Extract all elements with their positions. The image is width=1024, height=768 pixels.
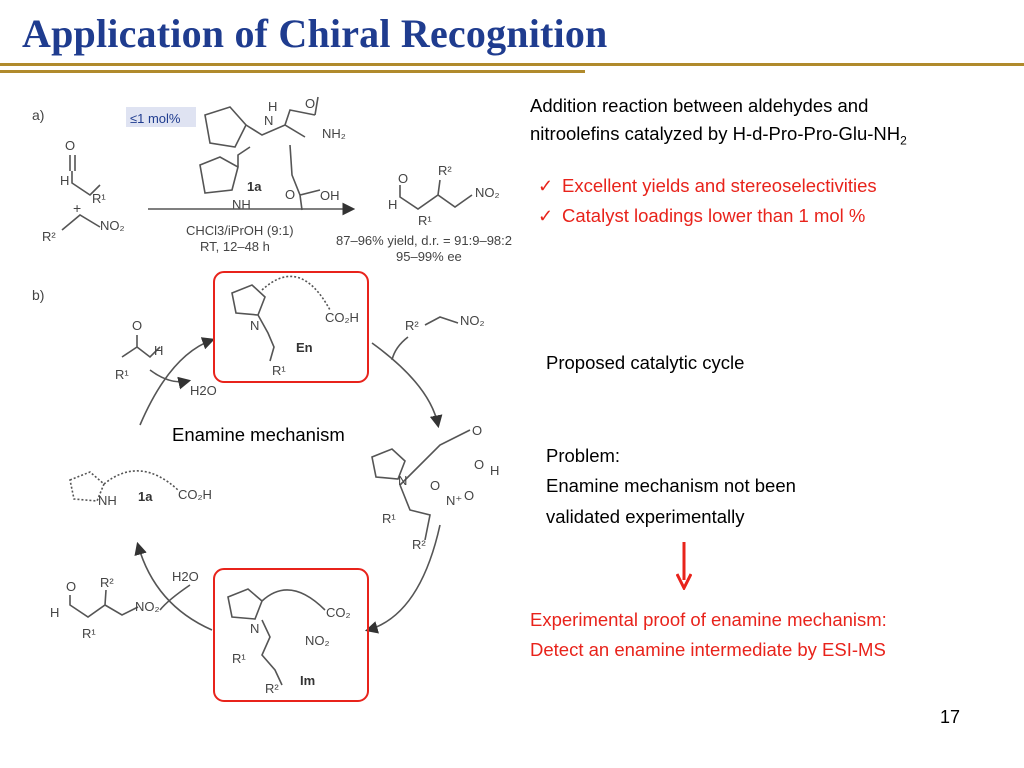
intro-line2-text: nitroolefins catalyzed by H-d-Pro-Pro-Gl… bbox=[530, 123, 901, 144]
slide-title: Application of Chiral Recognition bbox=[22, 11, 608, 56]
svg-text:CO₂H: CO₂H bbox=[178, 487, 212, 502]
svg-text:R¹: R¹ bbox=[115, 367, 129, 382]
svg-text:N: N bbox=[398, 473, 407, 488]
problem-line1: Enamine mechanism not been bbox=[546, 475, 796, 496]
svg-text:O: O bbox=[474, 457, 484, 472]
svg-text:H: H bbox=[50, 605, 59, 620]
cycle-arrow-right bbox=[371, 342, 443, 429]
svg-text:O: O bbox=[472, 423, 482, 438]
nitroolefin-structure bbox=[61, 214, 101, 231]
cycle-caption: Proposed catalytic cycle bbox=[546, 352, 745, 373]
svg-text:R¹: R¹ bbox=[82, 626, 96, 641]
down-arrow-icon bbox=[676, 542, 692, 590]
svg-text:H: H bbox=[268, 99, 277, 114]
water-lower: H2O bbox=[172, 569, 199, 584]
svg-text:R¹: R¹ bbox=[272, 363, 286, 378]
svg-text:NH: NH bbox=[98, 493, 117, 508]
loading-text: ≤1 mol% bbox=[130, 111, 181, 126]
catalyst-id: 1a bbox=[247, 179, 262, 194]
svg-text:CO₂: CO₂ bbox=[326, 605, 351, 620]
loading-box bbox=[126, 107, 196, 127]
enamine-highlight-box bbox=[213, 271, 369, 383]
svg-text:R¹: R¹ bbox=[382, 511, 396, 526]
svg-text:N: N bbox=[250, 621, 259, 636]
svg-text:NO₂: NO₂ bbox=[460, 313, 485, 328]
svg-text:O: O bbox=[430, 478, 440, 493]
reaction-figure: a) ≤1 mol% H O R¹ + R² NO₂ N H O NH₂ O O… bbox=[32, 96, 512, 702]
svg-text:+: + bbox=[73, 200, 81, 216]
cycle-arrow-lower-right bbox=[364, 524, 441, 634]
svg-text:NO₂: NO₂ bbox=[100, 218, 125, 233]
svg-text:N⁺: N⁺ bbox=[446, 493, 462, 508]
svg-text:OH: OH bbox=[320, 188, 340, 203]
svg-text:O: O bbox=[132, 318, 142, 333]
bullet-1: Excellent yields and stereoselectivities bbox=[562, 175, 877, 196]
svg-text:O: O bbox=[285, 187, 295, 202]
problem-line2: validated experimentally bbox=[546, 506, 745, 527]
page-number: 17 bbox=[940, 707, 961, 727]
svg-text:CO₂H: CO₂H bbox=[325, 310, 359, 325]
check-icon-2: ✓ bbox=[538, 206, 554, 226]
svg-text:N: N bbox=[250, 318, 259, 333]
svg-text:NH₂: NH₂ bbox=[322, 126, 346, 141]
svg-text:R²: R² bbox=[100, 575, 114, 590]
result-line1: 87–96% yield, d.r. = 91:9–98:2 bbox=[336, 233, 512, 248]
catalyst-structure bbox=[204, 96, 321, 211]
cycle-arrow-upper-left bbox=[139, 337, 216, 426]
svg-text:NO₂: NO₂ bbox=[135, 599, 160, 614]
svg-text:N: N bbox=[264, 113, 273, 128]
svg-text:R²: R² bbox=[412, 537, 426, 552]
panel-a-label: a) bbox=[32, 107, 44, 123]
conditions-line2: RT, 12–48 h bbox=[200, 239, 270, 254]
svg-text:H: H bbox=[490, 463, 499, 478]
svg-text:NO₂: NO₂ bbox=[305, 633, 330, 648]
title-rule bbox=[0, 63, 1024, 66]
svg-text:NO₂: NO₂ bbox=[475, 185, 500, 200]
iminium-label: Im bbox=[300, 673, 315, 688]
svg-text:O: O bbox=[305, 96, 315, 111]
iminium-highlight-box bbox=[213, 568, 369, 702]
svg-text:H: H bbox=[60, 173, 69, 188]
svg-text:O: O bbox=[65, 138, 75, 153]
catalyst-label-b: 1a bbox=[138, 489, 153, 504]
svg-text:R²: R² bbox=[265, 681, 279, 696]
conditions-line1: CHCl3/iPrOH (9:1) bbox=[186, 223, 294, 238]
cycle-arrow-left bbox=[134, 541, 213, 631]
proof-line1: Experimental proof of enamine mechanism: bbox=[530, 609, 887, 630]
svg-text:R¹: R¹ bbox=[232, 651, 246, 666]
aldehyde-structure bbox=[69, 155, 101, 197]
svg-text:R¹: R¹ bbox=[418, 213, 432, 228]
svg-text:H: H bbox=[154, 343, 163, 358]
intro-line2-sub: 2 bbox=[900, 133, 907, 148]
enamine-label: En bbox=[296, 340, 313, 355]
svg-text:R²: R² bbox=[405, 318, 419, 333]
intro-line1: Addition reaction between aldehydes and bbox=[530, 95, 869, 116]
bullet-2: Catalyst loadings lower than 1 mol % bbox=[562, 205, 866, 226]
svg-text:R²: R² bbox=[42, 229, 56, 244]
svg-text:R¹: R¹ bbox=[92, 191, 106, 206]
svg-text:H: H bbox=[388, 197, 397, 212]
intro-line2: nitroolefins catalyzed by H-d-Pro-Pro-Gl… bbox=[530, 120, 907, 155]
check-icon-1: ✓ bbox=[538, 176, 554, 196]
svg-text:O: O bbox=[464, 488, 474, 503]
result-line2: 95–99% ee bbox=[396, 249, 462, 264]
svg-text:O: O bbox=[66, 579, 76, 594]
title-rule-short bbox=[0, 70, 585, 73]
problem-label: Problem: bbox=[546, 445, 621, 466]
svg-text:R²: R² bbox=[438, 163, 452, 178]
enamine-mechanism-label: Enamine mechanism bbox=[170, 421, 347, 449]
panel-b-label: b) bbox=[32, 287, 44, 303]
proof-line2: Detect an enamine intermediate by ESI-MS bbox=[530, 639, 886, 660]
svg-text:O: O bbox=[398, 171, 408, 186]
product-structure bbox=[399, 179, 473, 210]
water-upper: H2O bbox=[190, 383, 217, 398]
